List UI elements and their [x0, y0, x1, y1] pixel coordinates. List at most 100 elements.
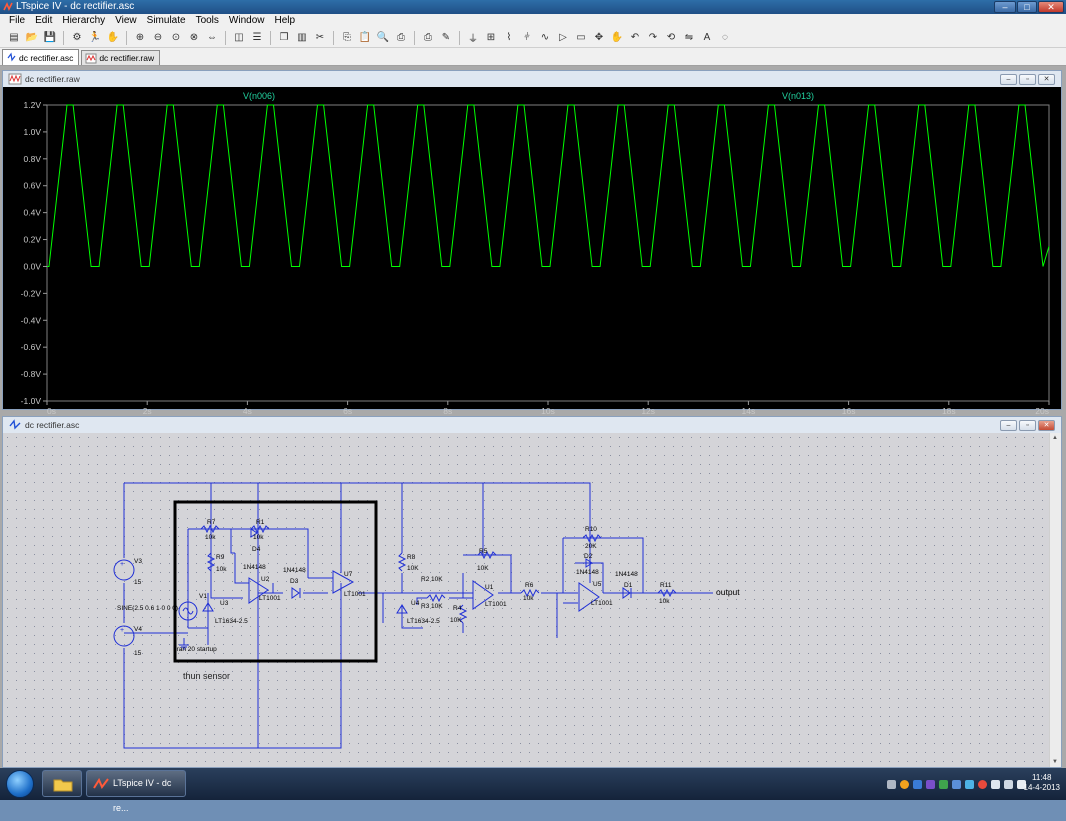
- drag-icon[interactable]: ✋: [610, 32, 624, 43]
- source-v3[interactable]: +: [113, 559, 135, 581]
- child-minimize-button[interactable]: –: [1000, 74, 1017, 85]
- label-icon[interactable]: ⊞: [486, 32, 496, 43]
- tray-show-hidden-icon[interactable]: [887, 779, 896, 789]
- run-icon[interactable]: 🏃: [88, 32, 102, 43]
- taskbar-ltspice-button[interactable]: LTspice IV - dc re...: [86, 770, 186, 813]
- find-icon[interactable]: 🔍: [376, 32, 390, 43]
- label-u1-value: LT1001: [485, 601, 507, 608]
- cascade-icon[interactable]: ❐: [279, 32, 289, 43]
- thun-sensor-box[interactable]: [173, 500, 378, 663]
- text-icon[interactable]: A: [703, 32, 711, 43]
- tray-network-icon[interactable]: [1004, 779, 1013, 789]
- rotate-icon[interactable]: ⟲: [666, 32, 676, 43]
- zoom-cancel-icon[interactable]: ⊗: [189, 32, 199, 43]
- source-v4[interactable]: +: [113, 625, 135, 647]
- tray-onenote-icon[interactable]: [926, 779, 935, 789]
- tray-security-icon[interactable]: [913, 779, 922, 789]
- source-v1[interactable]: [178, 601, 198, 621]
- new-schematic-icon[interactable]: ▤: [9, 32, 19, 43]
- capacitor-icon[interactable]: ⫩: [524, 32, 530, 43]
- taskbar-explorer-button[interactable]: [42, 770, 82, 797]
- minimize-button[interactable]: –: [994, 1, 1016, 13]
- trace-label-vn006[interactable]: V(n006): [243, 91, 275, 101]
- plot-traces: [47, 104, 1050, 267]
- print-icon[interactable]: ⎙: [424, 32, 432, 43]
- menu-tools[interactable]: Tools: [195, 15, 219, 26]
- trace-line[interactable]: [47, 104, 1050, 267]
- ground-symbol: [179, 638, 189, 650]
- menu-edit[interactable]: Edit: [35, 15, 53, 26]
- tab-label: dc rectifier.asc: [19, 52, 74, 63]
- waveform-plot[interactable]: 1.2V1.0V0.8V0.6V0.4V0.2V0.0V-0.2V-0.4V-0…: [3, 87, 1061, 416]
- menu-simulate[interactable]: Simulate: [146, 15, 186, 26]
- component-labels: V3 15 V4 15 V1 SINE(2.5 0.6 1 0 0 0) U3 …: [117, 519, 672, 657]
- component-icon[interactable]: ▭: [576, 32, 586, 43]
- open-icon[interactable]: 📂: [25, 32, 39, 43]
- label-r5: R5: [479, 548, 488, 555]
- tray-update-icon[interactable]: [900, 779, 909, 789]
- net-label-output[interactable]: output: [716, 587, 740, 597]
- schematic-window-titlebar: dc rectifier.asc – ▫ ✕: [3, 417, 1061, 433]
- tray-antivirus-icon[interactable]: [978, 779, 987, 789]
- child-restore-button[interactable]: ▫: [1019, 74, 1036, 85]
- opamps[interactable]: [248, 570, 600, 612]
- scroll-down-icon[interactable]: ▼: [1052, 759, 1058, 765]
- tile-horizontal-icon[interactable]: ☰: [252, 32, 262, 43]
- trace-label-vn013[interactable]: V(n013): [782, 91, 814, 101]
- label-r9: R9: [216, 554, 225, 561]
- save-icon[interactable]: 💾: [43, 32, 57, 43]
- tab-dc-rectifier-asc[interactable]: dc rectifier.asc: [2, 49, 80, 65]
- tray-volume-icon[interactable]: [1017, 779, 1026, 789]
- control-panel-icon[interactable]: ⚙: [72, 32, 82, 43]
- tile-vertical-icon[interactable]: ▥: [297, 32, 307, 43]
- annotation-thun-sensor[interactable]: thun sensor: [183, 671, 230, 681]
- schematic-vertical-scrollbar[interactable]: ▲ ▼: [1049, 433, 1061, 767]
- tray-clock[interactable]: 11:48 14-4-2013: [1024, 773, 1060, 793]
- diodes[interactable]: [202, 528, 632, 614]
- tray-app-icon[interactable]: [939, 779, 948, 789]
- pick-icon[interactable]: ◫: [234, 32, 244, 43]
- resistors[interactable]: [200, 524, 677, 624]
- child-minimize-button[interactable]: –: [1000, 420, 1017, 431]
- wires: [123, 482, 713, 749]
- menu-view[interactable]: View: [115, 15, 137, 26]
- child-close-button[interactable]: ✕: [1038, 74, 1055, 85]
- mirror-icon[interactable]: ⇋: [684, 32, 694, 43]
- x-tick-label: 4s: [243, 406, 252, 416]
- zoom-fit-icon[interactable]: ⊙: [171, 32, 181, 43]
- diode-icon[interactable]: ▷: [559, 32, 567, 43]
- menu-help[interactable]: Help: [274, 15, 296, 26]
- halt-icon[interactable]: ✋: [106, 32, 120, 43]
- y-tick-label: 1.0V: [24, 127, 42, 137]
- child-restore-button[interactable]: ▫: [1019, 420, 1036, 431]
- label-r1-value: 10k: [253, 534, 264, 541]
- move-icon[interactable]: ✥: [594, 32, 604, 43]
- tab-dc-rectifier-raw[interactable]: dc rectifier.raw: [81, 50, 161, 65]
- menu-hierarchy[interactable]: Hierarchy: [62, 15, 106, 26]
- wire-icon[interactable]: ✎: [441, 32, 451, 43]
- spice-directive-icon[interactable]: ◌: [722, 32, 728, 43]
- maximize-button[interactable]: □: [1017, 1, 1037, 13]
- start-button[interactable]: [6, 770, 34, 798]
- paste-icon[interactable]: 📋: [358, 32, 372, 43]
- copy-icon[interactable]: ⎘: [343, 32, 351, 43]
- menu-window[interactable]: Window: [228, 15, 265, 26]
- ground-icon[interactable]: ⏚: [468, 34, 478, 45]
- child-close-button[interactable]: ✕: [1038, 420, 1055, 431]
- close-button[interactable]: ✕: [1038, 1, 1064, 13]
- schematic-canvas[interactable]: + +: [3, 433, 1049, 767]
- cut-icon[interactable]: ✂: [315, 32, 325, 43]
- resistor-icon[interactable]: ⌇: [506, 32, 512, 43]
- zoom-in-icon[interactable]: ⊕: [135, 32, 145, 43]
- scroll-up-icon[interactable]: ▲: [1052, 435, 1058, 441]
- tray-action-center-icon[interactable]: [991, 779, 1000, 789]
- redo-icon[interactable]: ↷: [648, 32, 658, 43]
- autorange-icon[interactable]: ⇔: [207, 32, 217, 43]
- undo-icon[interactable]: ↶: [630, 32, 640, 43]
- menu-file[interactable]: File: [9, 15, 26, 26]
- inductor-icon[interactable]: ∿: [540, 32, 550, 43]
- tray-bluetooth-icon[interactable]: [965, 779, 974, 789]
- zoom-out-icon[interactable]: ⊖: [153, 32, 163, 43]
- print-setup-icon[interactable]: ⎙: [397, 32, 405, 43]
- tray-network-device-icon[interactable]: [952, 779, 961, 789]
